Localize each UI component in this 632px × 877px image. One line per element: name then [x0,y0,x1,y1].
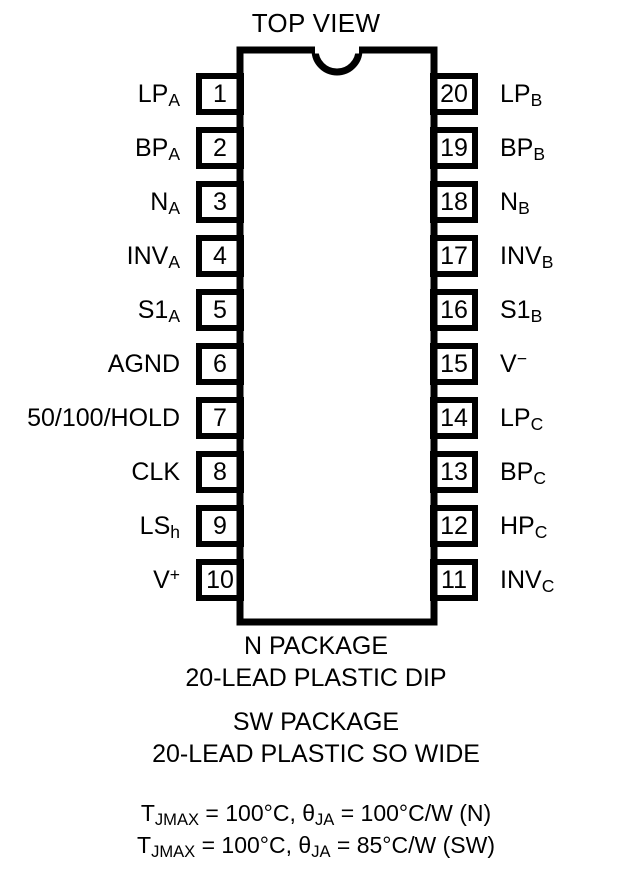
pin-number: 10 [206,566,234,594]
pin-label-text: CLK [131,458,180,486]
pin-label-sub: A [168,143,180,164]
pin-label-text: LP [137,80,169,108]
pin-label-text: INV [500,566,542,594]
pin-label-left: V+ [153,562,180,598]
pin-label-right: BPB [500,130,545,166]
pin-label-sub: h [170,521,180,542]
pin-label-left: NA [150,184,180,220]
pin-number: 5 [213,296,227,324]
pin-label-sub: A [168,251,180,272]
pin-label-text: S1 [137,296,169,324]
pin-number: 1 [213,80,227,108]
pin-label-text: INV [126,242,169,270]
pin-number: 13 [440,458,468,486]
pin-label-sub: C [530,413,544,434]
package-body [236,46,438,626]
pin-label-text: HP [500,512,535,540]
pin-label-sub: B [518,197,530,218]
pin-label-sub: C [534,521,548,542]
pin-label-sup: − [516,348,527,369]
notch-icon [311,49,363,76]
tjmax-symbol: T [137,832,152,858]
pin-number: 20 [440,80,468,108]
pin-label-left: LPA [138,76,180,112]
pin-number: 15 [440,350,468,378]
pin-label-sub: B [533,143,546,164]
tjmax-sub: JMAX [154,810,200,830]
pin-number: 2 [213,134,227,162]
pin-label-text: LS [139,512,171,540]
pin-label-left: BPA [135,130,180,166]
pin-number: 9 [213,512,227,540]
pin-number: 7 [213,404,227,432]
pin-label-text: AGND [107,350,180,378]
pin-label-text: INV [500,242,542,270]
pin-label-sub: B [530,89,543,110]
caption-n-package: N PACKAGE [243,632,389,660]
pin-label-left: 50/100/HOLD [27,400,180,436]
pin-number: 14 [440,404,468,432]
thermal-spec-n: TJMAX = 100°C, θJA = 100°C/W (N) [0,800,632,830]
theta-symbol: θ [298,832,312,858]
pin-label-right: LPC [500,400,543,436]
pin-label-right: HPC [500,508,547,544]
pin-label-text: BP [500,134,534,162]
pin-label-text: LP [500,404,531,432]
tjmax-value: = 100°C, [199,800,303,826]
pin-label-right: INVB [500,238,553,274]
pin-label-right: BPC [500,454,546,490]
pin-number: 12 [440,512,468,540]
caption-sw-package: SW PACKAGE [232,708,400,736]
tjmax-value: = 100°C, [195,832,299,858]
pin-label-left: S1A [138,292,180,328]
tjmax-sub: JMAX [151,842,196,862]
theta-value: = 100°C/W (N) [334,800,492,826]
pin-label-sub: A [168,197,180,218]
pin-label-right: INVC [500,562,554,598]
thermal-spec-sw: TJMAX = 100°C, θJA = 85°C/W (SW) [0,832,632,862]
theta-sub: JA [311,842,331,862]
pin-label-right: NB [500,184,530,220]
pin-number: 16 [440,296,468,324]
pin-label-text: N [150,188,169,216]
pin-label-text: V [153,566,170,594]
pin-number: 19 [440,134,468,162]
pin-label-text: V [500,350,517,378]
pin-label-sub: A [168,305,180,326]
pin-label-left: AGND [108,346,180,382]
pin-number: 3 [213,188,227,216]
theta-sub: JA [315,810,335,830]
pin-label-sub: C [533,467,546,488]
caption-n-package-desc: 20-LEAD PLASTIC DIP [185,664,447,692]
pin-label-sub: B [541,251,554,272]
pin-label-text: LP [500,80,531,108]
pin-number: 4 [213,242,227,270]
theta-value: = 85°C/W (SW) [330,832,495,858]
pin-label-sub: B [530,305,543,326]
pin-label-sup: + [169,564,180,585]
pin-label-right: LPB [500,76,542,112]
pin-label-text: S1 [500,296,531,324]
theta-symbol: θ [302,800,316,826]
pin-number: 6 [213,350,227,378]
pin-number: 17 [440,242,468,270]
pin-number: 11 [441,566,467,594]
pin-label-sub: A [168,89,180,110]
pin-label-left: LSh [140,508,180,544]
pin-label-sub: C [541,575,555,596]
pin-label-right: V− [500,346,527,382]
pin-number: 18 [440,188,468,216]
pin-label-text: 50/100/HOLD [27,404,180,432]
pin-label-right: S1B [500,292,542,328]
tjmax-symbol: T [140,800,155,826]
page-title: TOP VIEW [251,8,381,38]
pin-label-left: CLK [131,454,180,490]
pin-label-text: BP [500,458,534,486]
pin-label-text: N [500,188,519,216]
caption-sw-package-desc: 20-LEAD PLASTIC SO WIDE [152,740,480,768]
pin-number: 8 [213,458,227,486]
pin-label-left: INVA [127,238,180,274]
pin-label-text: BP [134,134,169,162]
